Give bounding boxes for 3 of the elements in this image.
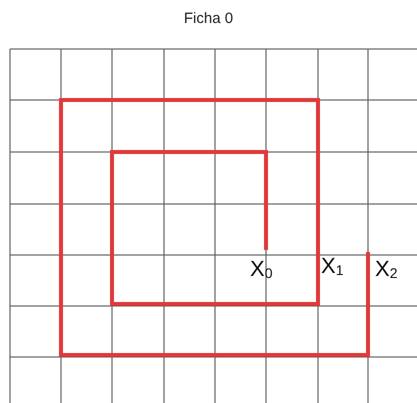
point-label: X$_{1}$ xyxy=(321,255,344,277)
point-label: X$_{2}$ xyxy=(375,258,398,280)
diagram-title: Ficha 0 xyxy=(184,10,234,27)
